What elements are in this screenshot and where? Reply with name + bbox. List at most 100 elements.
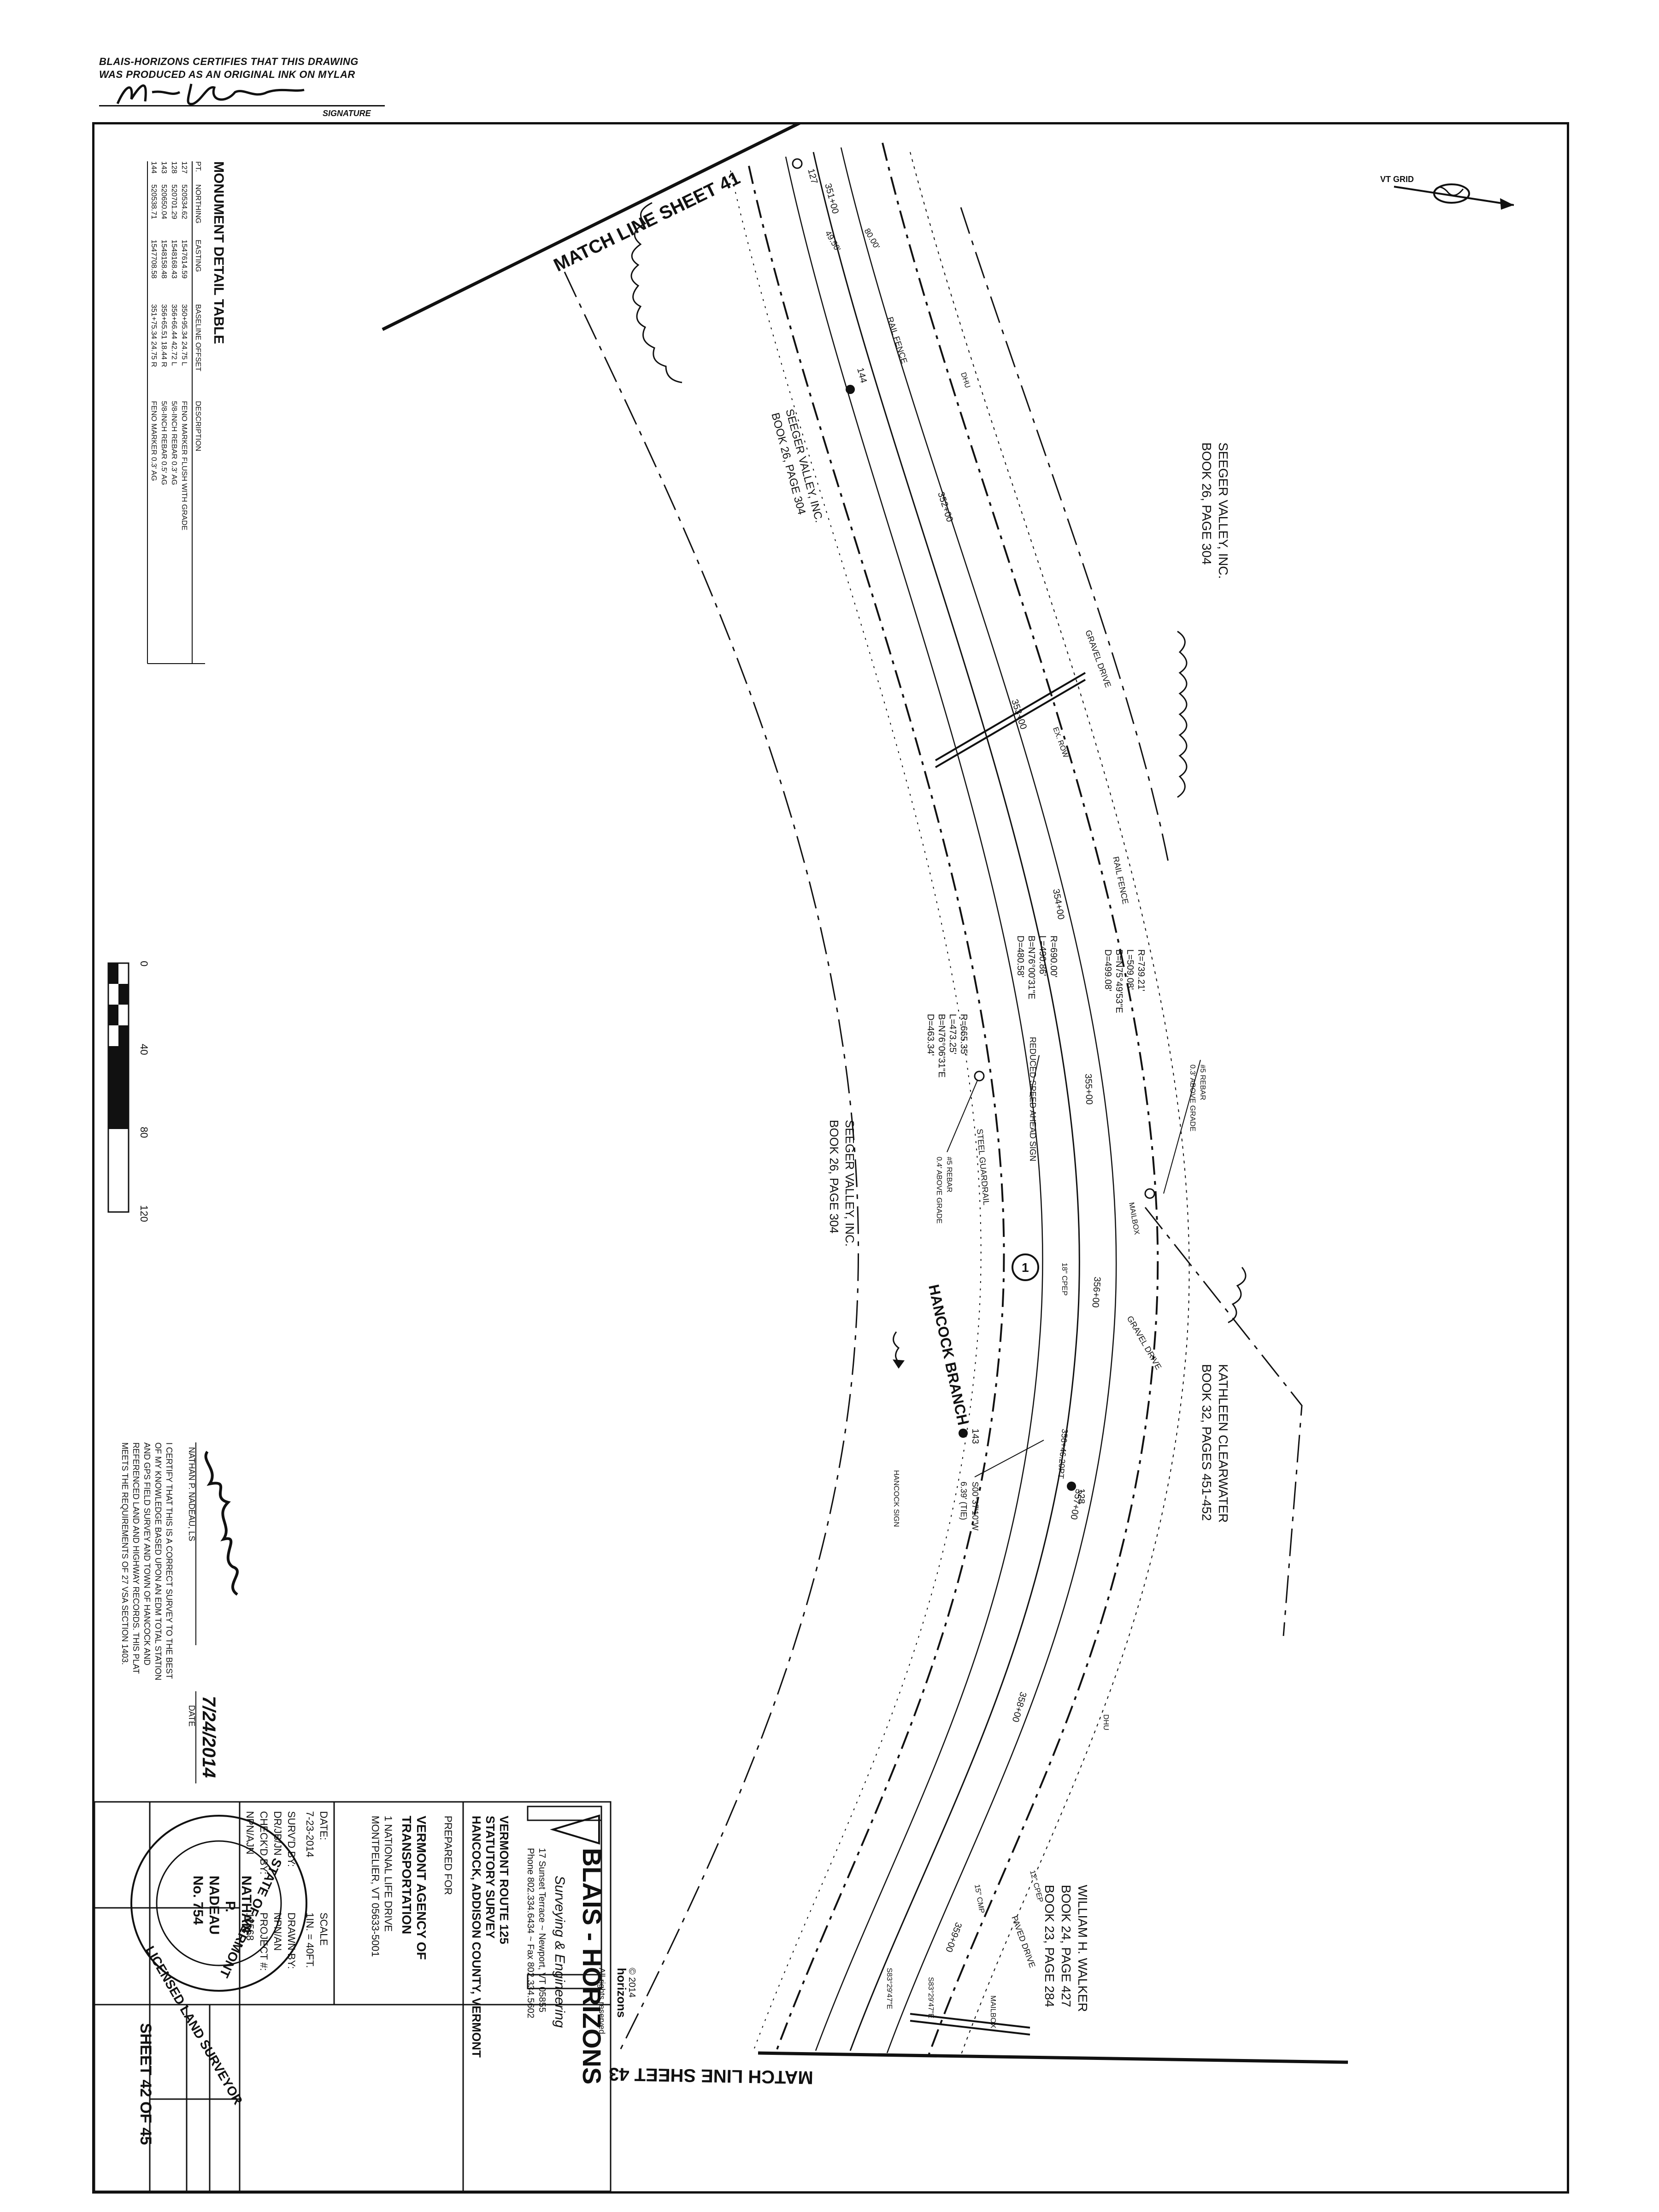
owner-name: KATHLEEN CLEARWATER xyxy=(1216,1364,1230,1523)
scale-tick: 40 xyxy=(138,1044,150,1055)
curve-data-3: R=665.35' L=473.25' B=N76°06'31"E D=463.… xyxy=(925,1014,969,1077)
table-cell: 1547614.59 xyxy=(180,240,188,279)
client-name: VERMONT AGENCY OF xyxy=(414,1816,429,1960)
certificate-line: I CERTIFY THAT THIS IS A CORRECT SURVEY … xyxy=(165,1442,174,1679)
scale-tick: 120 xyxy=(138,1205,150,1222)
station-label: 351+00 xyxy=(823,182,841,215)
leader-lines xyxy=(947,1055,1201,1477)
copyright: © 2014 xyxy=(627,1968,637,1998)
owner-clearwater: KATHLEEN CLEARWATER BOOK 32, PAGES 451-4… xyxy=(1200,1364,1230,1523)
dhu-label: DHU xyxy=(959,371,971,389)
guardrail-line xyxy=(730,170,982,2051)
owner-deed: BOOK 26, PAGE 304 xyxy=(827,1120,841,1234)
owner-deed: BOOK 24, PAGE 427 xyxy=(1059,1885,1073,2007)
segment-bearing-label: S83°29'47"E xyxy=(927,1977,935,2018)
table-cell: 1548168.43 xyxy=(170,240,178,279)
table-cell: 351+75.34 24.75 R xyxy=(150,304,158,367)
seal-initial: P. xyxy=(223,1901,238,1912)
curve-bearing: B=N76°00'31"E xyxy=(1026,935,1036,999)
row-label: EX. ROW xyxy=(1051,726,1070,759)
table-row: 127 520534.62 1547614.59 350+95.34 24.75… xyxy=(180,161,188,530)
firm-address: 17 Sunset Terrace ~ Newport, VT 05855 xyxy=(537,1848,547,2012)
paved-drive-label: PAVED DRIVE xyxy=(1010,1915,1037,1969)
dimension-label: 49.50' xyxy=(824,229,843,253)
scale-tick: 80 xyxy=(138,1127,150,1138)
mylar-certification: BLAIS-HORIZONS CERTIFIES THAT THIS DRAWI… xyxy=(99,55,359,81)
owner-seeger-north: SEEGER VALLEY, INC. BOOK 26, PAGE 304 xyxy=(1200,442,1230,579)
dhu-label: DHU xyxy=(1102,1714,1110,1730)
cpep-label: 18" CPEP xyxy=(1060,1263,1068,1296)
north-arrow-icon: VT GRID xyxy=(1380,175,1514,210)
table-cell: 144 xyxy=(150,161,158,174)
title-block-fields: DATE: 7-23-2014 SCALE 1IN. = 40FT. SURV'… xyxy=(137,1811,329,2145)
table-cell: 520534.62 xyxy=(180,184,188,219)
curve-data-2: R=690.00' L=490.86' B=N76°00'31"E D=480.… xyxy=(1015,935,1059,999)
right-of-way-right xyxy=(882,142,1159,2056)
survey-plat-drawing: VT GRID MATCH LINE SHEET 41 MATCH LINE S… xyxy=(94,124,1514,2191)
segment-bearing-label: S83°29'47"E xyxy=(885,1968,893,2009)
client-city: MONTPELIER, VT 05633-5001 xyxy=(370,1816,381,1957)
note-marker-number: 1 xyxy=(1022,1260,1029,1275)
sheet-number: SHEET 42 OF 45 xyxy=(137,2023,154,2145)
project-route: VERMONT ROUTE 125 xyxy=(497,1816,511,1944)
surveyor-signature-block: NATHAN P. NADEAU, LS DATE 7/24/2014 xyxy=(187,1442,239,1783)
note-marker-icon xyxy=(1012,1253,1039,1281)
owner-walker: WILLIAM H. WALKER BOOK 24, PAGE 427 BOOK… xyxy=(1042,1885,1090,2012)
rights-reserved: All rights reserved xyxy=(597,1968,606,2034)
table-row: 144 520538.71 1547708.58 351+75.34 24.75… xyxy=(150,161,158,481)
curve-radius: R=739.21' xyxy=(1136,949,1146,991)
mailbox-label: MAILBOX xyxy=(989,1995,997,2028)
monument-point-label: 144 xyxy=(855,367,869,384)
table-header: PT. xyxy=(194,161,202,172)
seal-name: NATHAN xyxy=(239,1876,254,1933)
client-name-2: TRANSPORTATION xyxy=(400,1816,414,1934)
property-line-clearwater xyxy=(1144,1207,1303,1636)
table-header: EASTING xyxy=(194,240,202,272)
curve-bearing: B=N76°06'31"E xyxy=(936,1014,947,1077)
curve-distance: D=499.08' xyxy=(1103,949,1113,991)
scale-tick: 0 xyxy=(138,961,150,966)
curve-length: L=473.25' xyxy=(947,1014,958,1054)
seal-number: No. 754 xyxy=(190,1876,206,1925)
certificate-line: REFERENCED LAND AND HIGHWAY RECORDS. THI… xyxy=(131,1442,141,1674)
signature-label: SIGNATURE xyxy=(323,109,371,118)
curve-radius: R=690.00' xyxy=(1048,935,1059,977)
surveyor-date-label: DATE xyxy=(187,1705,196,1727)
cmp-label: 15" CMP xyxy=(973,1884,986,1914)
table-cell: 5/8-INCH REBAR 0.3' AG xyxy=(170,401,178,485)
curve-bearing: B=N75°49'53"E xyxy=(1114,949,1124,1013)
culvert-crossings xyxy=(910,672,1086,2036)
project-type: STATUTORY SURVEY xyxy=(483,1816,497,1939)
rebar-label: #5 REBAR xyxy=(1199,1065,1206,1100)
drawn-by-value: NPN/AN xyxy=(272,1912,283,1951)
river-label: HANCOCK BRANCH xyxy=(925,1283,971,1427)
tie-bearing-label: S00°37'10"W xyxy=(971,1482,980,1530)
prepared-for: PREPARED FOR xyxy=(442,1816,454,1895)
monument-point-icon xyxy=(1067,1482,1076,1491)
surveyor-certificate: MEETS THE REQUIREMENTS OF 27 VSA SECTION… xyxy=(120,1442,174,1680)
rail-fence-label: RAIL FENCE xyxy=(885,316,909,365)
monument-detail-table: MONUMENT DETAIL TABLE PT. NORTHING EASTI… xyxy=(147,161,226,664)
gravel-drive-label: GRAVEL DRIVE xyxy=(1125,1314,1164,1371)
table-cell: 356+66.44 42.72 L xyxy=(170,304,178,366)
stream-flow-arrow-icon xyxy=(893,1331,905,1369)
edge-of-pavement-right xyxy=(840,147,1117,2053)
project-number-label: PROJECT #: xyxy=(258,1912,270,1971)
owner-name: SEEGER VALLEY, INC. xyxy=(843,1120,857,1247)
bar-scale: 0 40 80 120 xyxy=(107,961,150,1222)
curve-distance: D=463.34' xyxy=(925,1014,935,1056)
table-header: BASELINE OFFSET xyxy=(194,304,202,371)
certificate-line: MEETS THE REQUIREMENTS OF 27 VSA SECTION… xyxy=(120,1442,129,1665)
match-line-bottom: MATCH LINE SHEET 43 xyxy=(609,2051,1348,2088)
mailbox-label: MAILBOX xyxy=(1127,1202,1141,1235)
certificate-line: OF MY KNOWLEDGE BASED UPON AN EDM TOTAL … xyxy=(153,1442,163,1680)
project-location: HANCOCK, ADDISON COUNTY, VERMONT xyxy=(470,1816,483,2058)
table-cell: 1548158.48 xyxy=(160,240,168,279)
plan-annotations: RAIL FENCE RAIL FENCE GRAVEL DRIVE GRAVE… xyxy=(824,227,1206,2028)
table-cell: FENO MARKER FLUSH WITH GRADE xyxy=(180,401,188,530)
right-of-way-left xyxy=(748,165,1005,2051)
firm-tagline: Surveying & Engineering xyxy=(552,1876,567,2028)
table-cell: 143 xyxy=(160,161,168,174)
table-cell: 5/8-INCH REBAR 0.5' AG xyxy=(160,401,168,485)
brand-mark: horizons xyxy=(615,1968,629,2018)
